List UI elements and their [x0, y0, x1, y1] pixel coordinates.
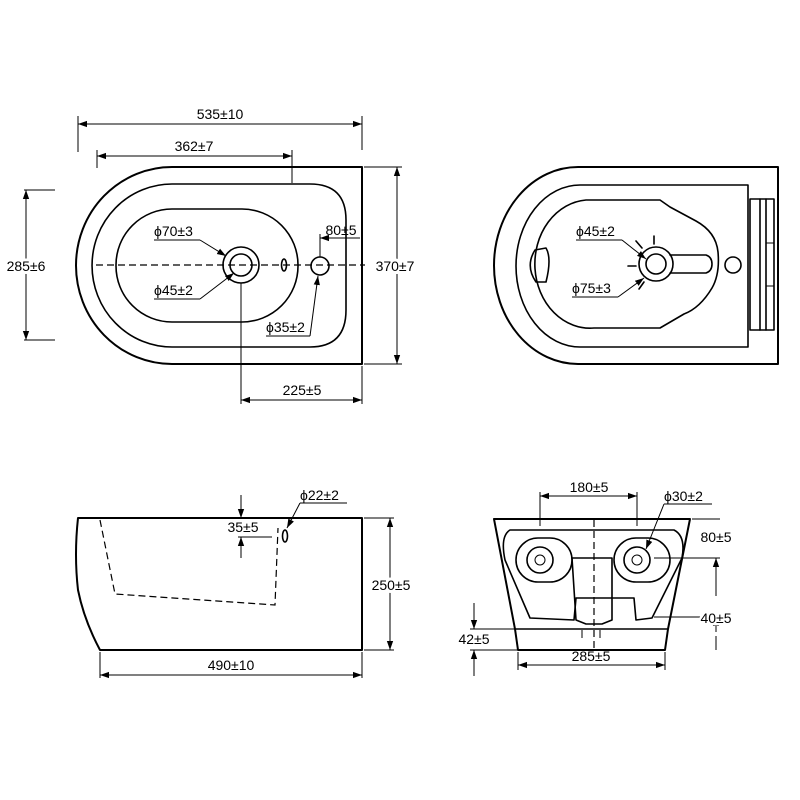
top-view-outer-outline — [75, 166, 363, 365]
label-inner-dia: ϕ45±2 — [154, 282, 193, 298]
rear-view-cavity — [502, 529, 684, 621]
label-under-inner-dia: ϕ45±2 — [576, 223, 615, 239]
leader-outer-dia — [199, 239, 227, 257]
top-view-overflow-slot — [280, 258, 288, 272]
label-side-hole-dia: ϕ35±2 — [266, 319, 305, 335]
side-view-outline — [75, 517, 363, 651]
label-under-outer-dia: ϕ75±3 — [572, 280, 611, 296]
label-hole-spacing: 180±5 — [570, 479, 609, 495]
underside-rim — [515, 184, 749, 348]
top-view: 535±10 362±7 285±6 370±7 80±5 ϕ70±3 ϕ45±… — [4, 106, 418, 404]
underside-tap-outer — [638, 246, 674, 282]
label-small-hole-offset: 80±5 — [325, 222, 356, 238]
leader-overflow-dia — [286, 502, 301, 529]
leader-inner-dia — [199, 272, 235, 300]
label-base-height: 42±5 — [458, 631, 489, 647]
label-height-left: 285±6 — [7, 258, 46, 274]
side-view-hidden-bowl — [99, 519, 279, 606]
label-base-width: 285±5 — [572, 648, 611, 664]
leader-under-outer-dia — [617, 277, 645, 298]
rear-view-left-boss — [515, 537, 573, 583]
side-view-overflow — [281, 529, 289, 543]
top-view-rim — [91, 183, 347, 348]
rear-view: 180±5 ϕ30±2 80±5 40±5 42±5 285±5 — [456, 479, 734, 676]
underside-frame — [749, 198, 775, 331]
rear-view-right-boss — [613, 537, 671, 583]
underside-tap-inner — [645, 253, 667, 275]
rear-view-outline — [493, 518, 691, 651]
label-height-right: 370±7 — [376, 258, 415, 274]
label-inner-length: 362±7 — [175, 138, 214, 154]
top-view-tap-hole-inner — [229, 253, 253, 277]
top-view-side-hole — [310, 256, 330, 276]
side-view: ϕ22±2 35±5 250±5 490±10 — [75, 487, 414, 679]
label-side-length: 490±10 — [208, 657, 255, 673]
underside-outer-outline — [493, 166, 779, 365]
leader-under-inner-dia — [621, 239, 647, 260]
label-outer-dia: ϕ70±3 — [154, 223, 193, 239]
leader-side-hole-dia — [309, 275, 320, 337]
underside-tap-bracket — [669, 254, 713, 274]
rear-view-left-hole — [526, 546, 554, 574]
label-overflow-height: 35±5 — [227, 519, 258, 535]
label-side-height: 250±5 — [372, 577, 411, 593]
label-bottom-offset: 40±5 — [700, 610, 731, 626]
label-overflow-dia: ϕ22±2 — [300, 487, 339, 503]
underside-basin — [534, 199, 720, 329]
label-center-offset: 225±5 — [283, 382, 322, 398]
underside-view: ϕ45±2 ϕ75±3 — [493, 166, 779, 365]
label-overall-length: 535±10 — [197, 106, 244, 122]
underside-left-lug — [529, 247, 550, 283]
rear-view-right-hole — [623, 546, 651, 574]
underside-small-hole — [724, 256, 742, 274]
rear-view-center-block — [571, 557, 613, 625]
label-top-offset: 80±5 — [700, 529, 731, 545]
label-rear-hole-dia: ϕ30±2 — [664, 488, 703, 504]
leader-rear-hole-dia — [645, 503, 665, 550]
